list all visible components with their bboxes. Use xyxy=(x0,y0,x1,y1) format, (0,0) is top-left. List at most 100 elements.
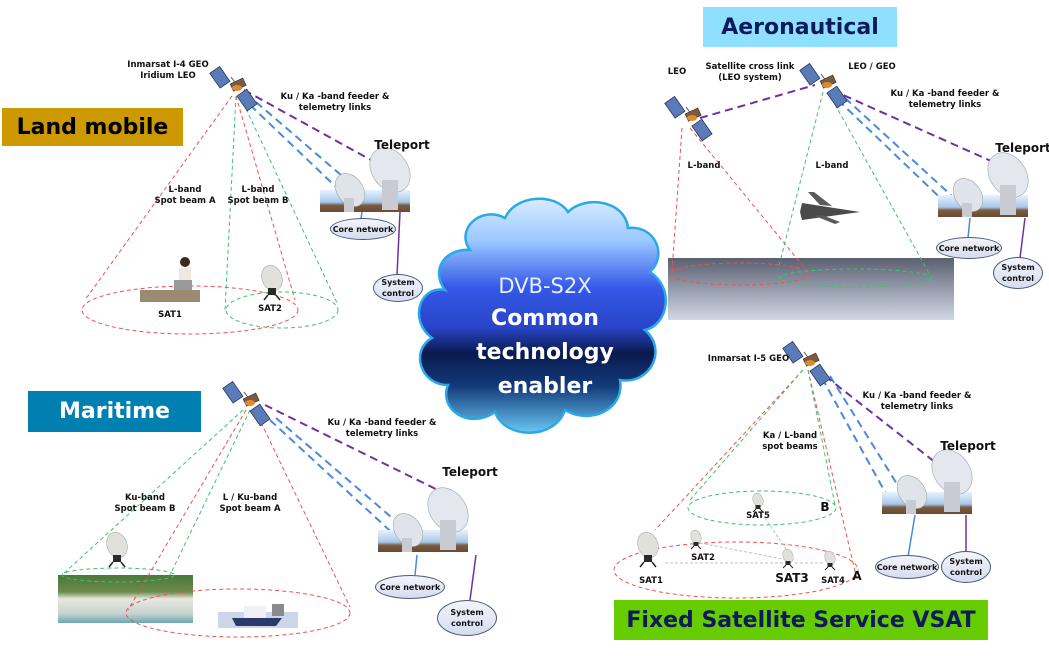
feeder-link xyxy=(275,417,413,536)
beam-line xyxy=(827,91,931,276)
cloud-layer-image xyxy=(668,258,954,320)
zone-a-label: A xyxy=(852,569,862,583)
l-band-label-left: L-band xyxy=(687,161,721,171)
l-band-label-right: L-band xyxy=(815,161,849,171)
satellite-icon xyxy=(222,380,271,427)
cloud-line-4: enabler xyxy=(497,374,593,399)
beam-line xyxy=(671,127,683,273)
feeder-link xyxy=(837,99,956,213)
feeder-link xyxy=(844,97,966,209)
cloud-line-2: Common xyxy=(491,306,599,331)
land-mobile-panel xyxy=(81,65,420,335)
beam-line xyxy=(61,409,244,576)
vsat-dish-icon xyxy=(102,528,132,568)
zone-a-footprint xyxy=(613,541,859,599)
beam-line xyxy=(235,95,296,301)
beam-b-label: Ku-band Spot beam B xyxy=(114,493,176,514)
uav-aircraft-icon xyxy=(800,192,860,224)
sat2-dish-icon xyxy=(688,528,704,550)
telemetry-link xyxy=(264,404,449,496)
beam-line xyxy=(254,409,351,608)
leo-geo-label: LEO / GEO xyxy=(848,62,896,72)
sat5-dish-icon xyxy=(750,491,766,513)
telemetry-link xyxy=(831,89,1001,166)
beam-a-label: L / Ku-band Spot beam A xyxy=(219,493,281,514)
aeronautical-panel xyxy=(664,62,1038,320)
feeder-link xyxy=(269,419,401,541)
cloud-line-3: technology xyxy=(476,340,614,365)
beam-line xyxy=(807,369,836,506)
beam-a-footprint xyxy=(81,285,299,335)
system-control-link xyxy=(396,211,401,276)
crosslink-label: Satellite cross link (LEO system) xyxy=(705,62,795,83)
leo-satellite-icon xyxy=(664,95,713,142)
feeder-label: Ku / Ka -band feeder & telemetry links xyxy=(890,89,1000,110)
cloud-text: DVB-S2X Common technology enabler xyxy=(440,270,650,404)
telemetry-link xyxy=(814,367,946,471)
core-network-link xyxy=(414,554,418,576)
sat1-label: SAT1 xyxy=(158,310,182,320)
sat3-label: SAT3 xyxy=(775,571,809,585)
satellite-label: Inmarsat I-5 GEO xyxy=(707,354,790,364)
l-band-footprint-left xyxy=(669,262,811,286)
core-network-link xyxy=(907,514,916,558)
maritime-title: Maritime xyxy=(28,391,201,432)
teleport-label: Teleport xyxy=(442,465,498,479)
beam-line xyxy=(689,127,809,273)
maritime-panel xyxy=(58,380,478,638)
leo-label: LEO xyxy=(667,67,687,77)
beam-line xyxy=(654,369,804,531)
crosslink xyxy=(699,84,816,119)
sat2-terminal-icon xyxy=(257,261,287,301)
coastline-image xyxy=(58,575,193,623)
teleport-label: Teleport xyxy=(374,138,430,152)
zone-b-footprint xyxy=(687,490,837,526)
beam-line xyxy=(224,95,237,311)
teleport-label: Teleport xyxy=(940,439,996,453)
sat2-label: SAT2 xyxy=(691,553,715,563)
feeder-label: Ku / Ka -band feeder & telemetry links xyxy=(862,391,972,412)
core-network-node: Core network xyxy=(936,237,1002,259)
beam-b-footprint xyxy=(225,291,339,329)
sat5-label: SAT5 xyxy=(746,511,770,521)
aeronautical-title: Aeronautical xyxy=(703,7,897,47)
beam-line xyxy=(777,91,824,271)
sat4-dish-icon xyxy=(822,549,838,571)
fss-vsat-title: Fixed Satellite Service VSAT xyxy=(614,600,988,640)
beam-line xyxy=(169,409,251,576)
beam-a-label: L-band Spot beam A xyxy=(154,185,216,206)
feeder-label: Ku / Ka -band feeder & telemetry links xyxy=(280,92,390,113)
beam-line xyxy=(807,369,858,581)
sat2-label: SAT2 xyxy=(258,304,282,314)
dvb-s2x-cloud xyxy=(417,197,667,434)
sat3-dish-icon xyxy=(780,547,796,569)
l-ku-band-footprint xyxy=(125,588,351,638)
beam-line xyxy=(127,409,247,611)
zone-b-label: B xyxy=(820,500,830,514)
system-control-link xyxy=(469,554,477,601)
sat1-dish-icon xyxy=(633,528,663,568)
teleport-icon xyxy=(377,479,478,553)
satellite-label: Inmarsat I-4 GEO Iridium LEO xyxy=(127,60,209,81)
beam-line xyxy=(239,95,339,306)
teleport-icon xyxy=(937,144,1038,218)
core-network-node: Core network xyxy=(330,218,396,240)
cloud-line-1: DVB-S2X xyxy=(498,274,592,298)
land-mobile-title: Land mobile xyxy=(2,108,183,146)
core-network-node: Core network xyxy=(875,555,939,579)
teleport-label: Teleport xyxy=(995,141,1049,155)
ship-icon xyxy=(218,604,298,628)
spot-beams-label: Ka / L-band spot beams xyxy=(762,431,818,452)
core-network-node: Core network xyxy=(375,575,445,599)
sat1-terminal-icon xyxy=(140,257,200,302)
beam-b-label: L-band Spot beam B xyxy=(227,185,289,206)
sat4-label: SAT4 xyxy=(821,576,845,586)
l-band-footprint-right xyxy=(778,268,932,288)
sat1-label: SAT1 xyxy=(639,576,663,586)
ku-band-footprint xyxy=(61,567,175,583)
